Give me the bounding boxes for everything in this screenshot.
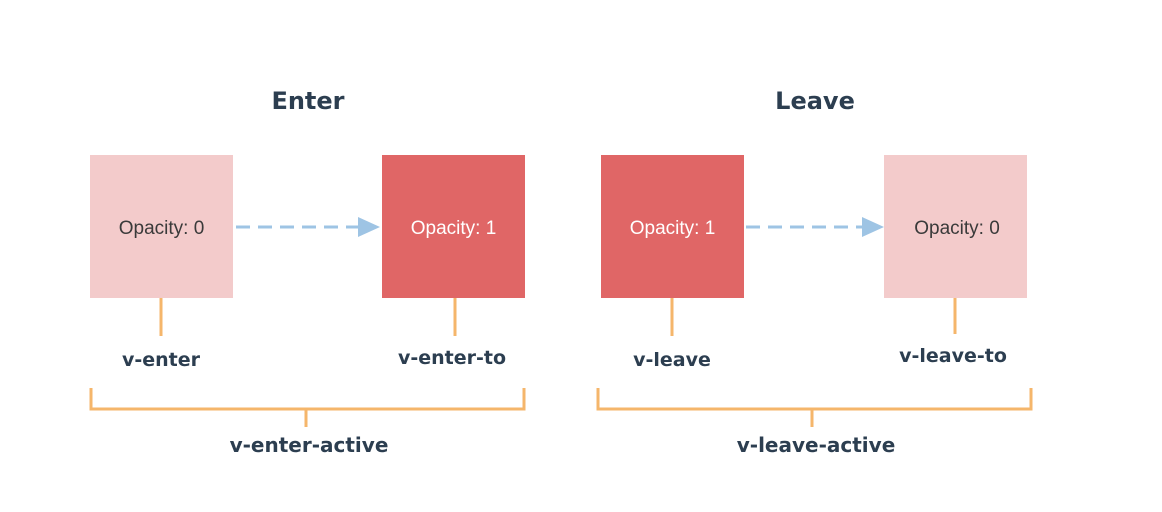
enter-arrow-head [358, 217, 380, 237]
leave-title: Leave [775, 87, 855, 115]
enter-to-label: v-enter-to [398, 347, 506, 369]
leave-to-label: v-leave-to [899, 345, 1007, 367]
leave-section: Leave Opacity: 1 Opacity: 0 v-leave v-le… [596, 87, 1033, 457]
leave-from-box [601, 155, 744, 298]
enter-to-box [382, 155, 525, 298]
enter-section: Enter Opacity: 0 Opacity: 1 v-enter v-en… [89, 87, 526, 457]
leave-active-bracket [596, 388, 1033, 411]
leave-arrow-head [862, 217, 884, 237]
enter-from-box [90, 155, 233, 298]
enter-from-label: v-enter [122, 349, 201, 371]
enter-active-bracket [89, 388, 526, 411]
leave-from-label: v-leave [633, 349, 711, 371]
enter-to-box-text: Opacity: 1 [411, 218, 497, 239]
leave-to-box [884, 155, 1027, 298]
enter-title: Enter [271, 87, 344, 115]
leave-from-box-text: Opacity: 1 [630, 218, 716, 239]
leave-to-box-text: Opacity: 0 [914, 218, 1000, 239]
enter-from-box-text: Opacity: 0 [119, 218, 205, 239]
leave-active-label: v-leave-active [737, 433, 896, 457]
enter-active-label: v-enter-active [230, 433, 389, 457]
